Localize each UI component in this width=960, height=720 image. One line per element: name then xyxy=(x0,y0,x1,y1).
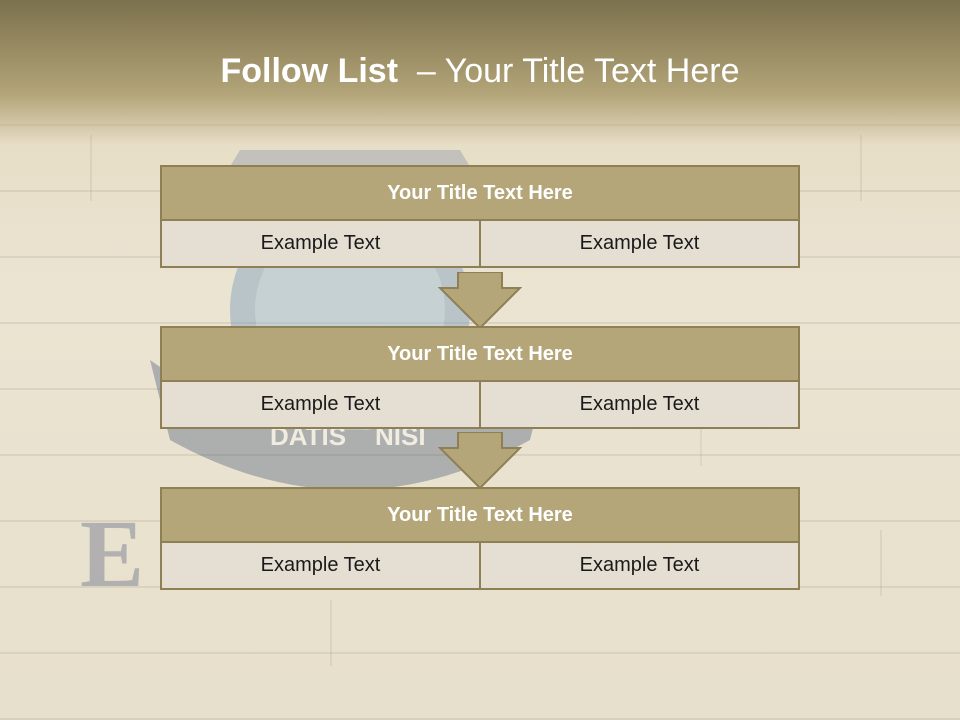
block-cell-left: Example Text xyxy=(160,219,481,268)
slide-title-rest: – Your Title Text Here xyxy=(398,52,740,90)
block-row: Example Text Example Text xyxy=(160,541,800,590)
header-band xyxy=(0,0,960,145)
block-cell-right: Example Text xyxy=(479,541,800,590)
brick-joint xyxy=(330,600,332,666)
down-arrow-icon xyxy=(438,432,522,490)
block-title: Your Title Text Here xyxy=(160,165,800,221)
slide-title-bold: Follow List xyxy=(220,52,399,90)
down-arrow-icon xyxy=(438,272,522,330)
brick-joint xyxy=(860,135,862,201)
block-title: Your Title Text Here xyxy=(160,487,800,543)
brick-joint xyxy=(880,530,882,596)
block-cell-right: Example Text xyxy=(479,380,800,429)
block-cell-left: Example Text xyxy=(160,380,481,429)
brick-joint xyxy=(90,135,92,201)
list-block-2: Your Title Text Here Example Text Exampl… xyxy=(160,326,800,429)
brick-joint xyxy=(700,400,702,466)
block-cell-right: Example Text xyxy=(479,219,800,268)
block-title: Your Title Text Here xyxy=(160,326,800,382)
list-block-3: Your Title Text Here Example Text Exampl… xyxy=(160,487,800,590)
list-block-1: Your Title Text Here Example Text Exampl… xyxy=(160,165,800,268)
wall-letter: E xyxy=(80,500,145,607)
block-cell-left: Example Text xyxy=(160,541,481,590)
block-row: Example Text Example Text xyxy=(160,219,800,268)
block-row: Example Text Example Text xyxy=(160,380,800,429)
slide-title: Follow List – Your Title Text Here xyxy=(0,52,960,91)
